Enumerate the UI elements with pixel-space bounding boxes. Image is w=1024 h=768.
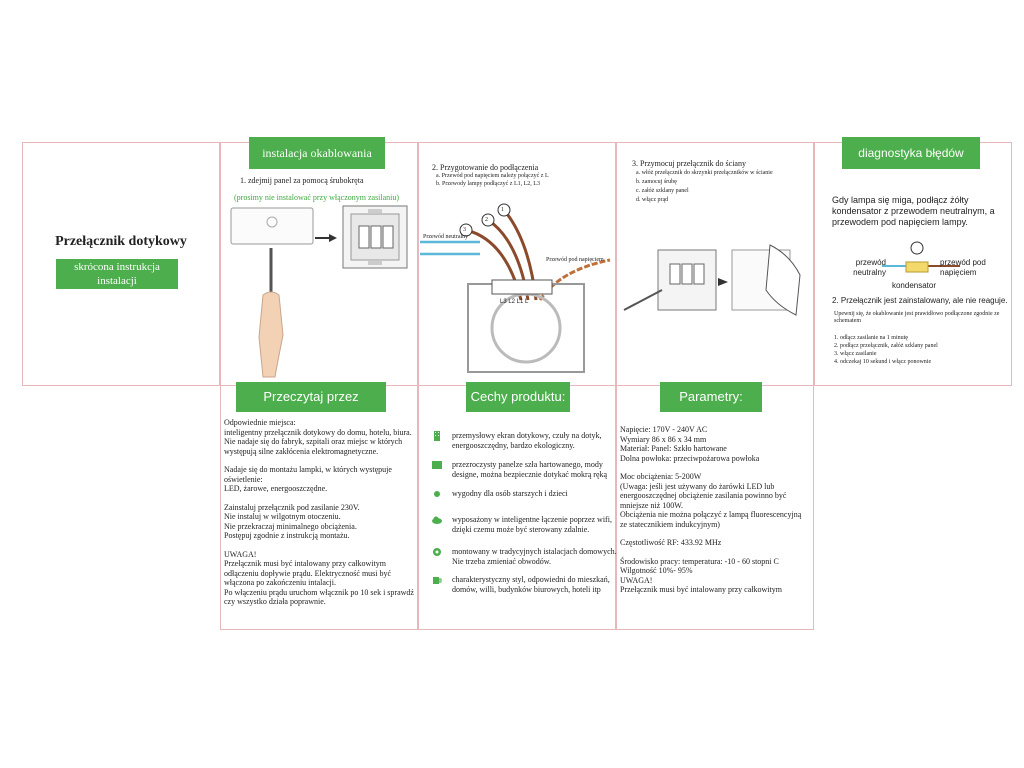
diagnostics-label-bottom: kondensator [891,281,937,290]
diagnostics-label-left: przewód neutralny [853,258,886,277]
diagnostics-header: diagnostyka błędów [842,137,980,169]
params-body: Napięcie: 170V - 240V AC Wymiary 86 x 86… [620,425,810,595]
params-panel [616,386,814,630]
diagnostics-steps: odłącz zasilanie na 1 minutę podłącz prz… [830,334,1018,366]
hand-icon [258,291,284,378]
terminal-labels: L3 L2 L1 L [500,299,529,305]
read-header: Przeczytaj przez instalacją [236,382,386,434]
diagnostics-intro: Gdy lampa się miga, podłącz żółty konden… [832,195,995,227]
panel-icon [432,461,442,469]
params-header: Parametry: [660,382,762,412]
diagnostics-step: odłącz zasilanie na 1 minutę [840,334,1018,342]
feature-text: przezroczysty panelze szła hartowanego, … [452,460,608,479]
bulb-3-label: 3 [463,227,466,233]
diagnostics-step: włącz zasilanie [840,350,1018,358]
read-paragraph: Zainstaluj przełącznik pod zasilanie 230… [224,502,360,541]
wiring-step: 1. zdejmij panel za pomocą śrubokręta [240,176,364,185]
cloud-icon [432,516,442,524]
mount-title: 3. Przymocuj przełącznik do ściany [632,159,746,168]
feature-text: przemysłowy ekran dotykowy, czuły na dot… [452,431,602,450]
switch-removal-illustration [230,205,408,378]
prepare-title: 2. Przygotowanie do podłączenia [432,163,539,172]
wiring-diagram [420,203,611,373]
feature-text: charakterystyczny styl, odpowiedni do mi… [452,575,610,594]
mount-item-b: b. zamocuj śrubę [636,179,677,185]
bulb-1-icon [497,203,511,217]
mount-item-a: a. włóż przełącznik do skrzynki przełącz… [636,170,773,176]
read-paragraph: Nadaje się do montażu lampki, w których … [224,465,392,493]
read-panel [220,386,418,630]
feature-text: wyposażony w inteligentne łączenie poprz… [452,515,612,534]
feature-item: wygodny dla osób starszych i dzieci [432,489,612,503]
label-live: Przewód pod napięciem [546,257,604,263]
hand-icon [765,244,801,316]
bulb-1-label: 1 [501,207,504,213]
diagnostics-step: odczekaj 10 sekund i włącz ponownie [840,358,1018,366]
diagnostics-label-right: przewód pod napięciem [940,258,986,277]
bulb-icon [910,241,924,255]
cup-icon [433,577,442,584]
capacitor-diagram [882,241,960,273]
cover-subtitle: skrócona instrukcja instalacji [56,259,178,289]
params-block: Moc obciążenia: 5-200W (Uwaga: jeśli jes… [620,472,802,529]
feature-item: wyposażony w inteligentne łączenie poprz… [432,515,612,539]
gear-icon [433,548,441,556]
mount-item-c: c. załóż szklany panel [636,188,689,194]
sun-icon [434,491,440,497]
label-neutral: Przewód neutralny [423,234,469,240]
bulb-2-label: 2 [485,217,488,223]
feature-item: przezroczysty panelze szła hartowanego, … [432,460,612,484]
params-block: Środowisko pracy: temperatura: -10 - 60 … [620,556,782,595]
read-body: Odpowiednie miejsca: inteligentny przełą… [224,418,416,607]
feature-text: wygodny dla osób starszych i dzieci [452,489,568,498]
building-icon [434,431,440,441]
prepare-item-b: b. Przewody lampy podłączyć z L1, L2, L3 [436,181,540,187]
params-block: Częstotliwość RF: 433.92 MHz [620,538,722,547]
feature-item: charakterystyczny styl, odpowiedni do mi… [432,575,612,599]
features-panel [418,386,616,630]
mount-illustration [623,244,801,316]
wiring-warning: (prosimy nie instalować przy włączonym z… [234,193,400,202]
screwdriver-icon [623,289,663,311]
bulb-3-icon [459,223,473,237]
diagnostics-step: podłącz przełącznik, załóż szklany panel [840,342,1018,350]
wiring-header: instalacja okablowania [249,137,385,169]
read-paragraph: UWAGA! Przełącznik musi być intalowany p… [224,549,414,607]
features-header: Cechy produktu: [466,382,570,412]
feature-text: montowany w tradycyjnych istalacjach dom… [452,547,617,566]
mount-item-d: d. włącz prąd [636,197,669,203]
feature-item: montowany w tradycyjnych istalacjach dom… [432,547,617,571]
switch-glass-panel [230,207,314,245]
diagnostics-point2-note: Upewnij się, że okablowanie jest prawidł… [834,311,1000,324]
feature-item: przemysłowy ekran dotykowy, czuły na dot… [432,431,612,455]
bulb-2-icon [481,213,495,227]
capacitor-icon [905,261,929,273]
read-paragraph: Odpowiednie miejsca: inteligentny przełą… [224,418,412,456]
cover-title: Przełącznik dotykowy [55,234,187,249]
diagnostics-point2: 2. Przełącznik jest zainstalowany, ale n… [832,296,1008,305]
prepare-item-a: a. Przewód pod napięciem należy połączyć… [436,173,549,179]
params-block: Napięcie: 170V - 240V AC Wymiary 86 x 86… [620,425,760,463]
